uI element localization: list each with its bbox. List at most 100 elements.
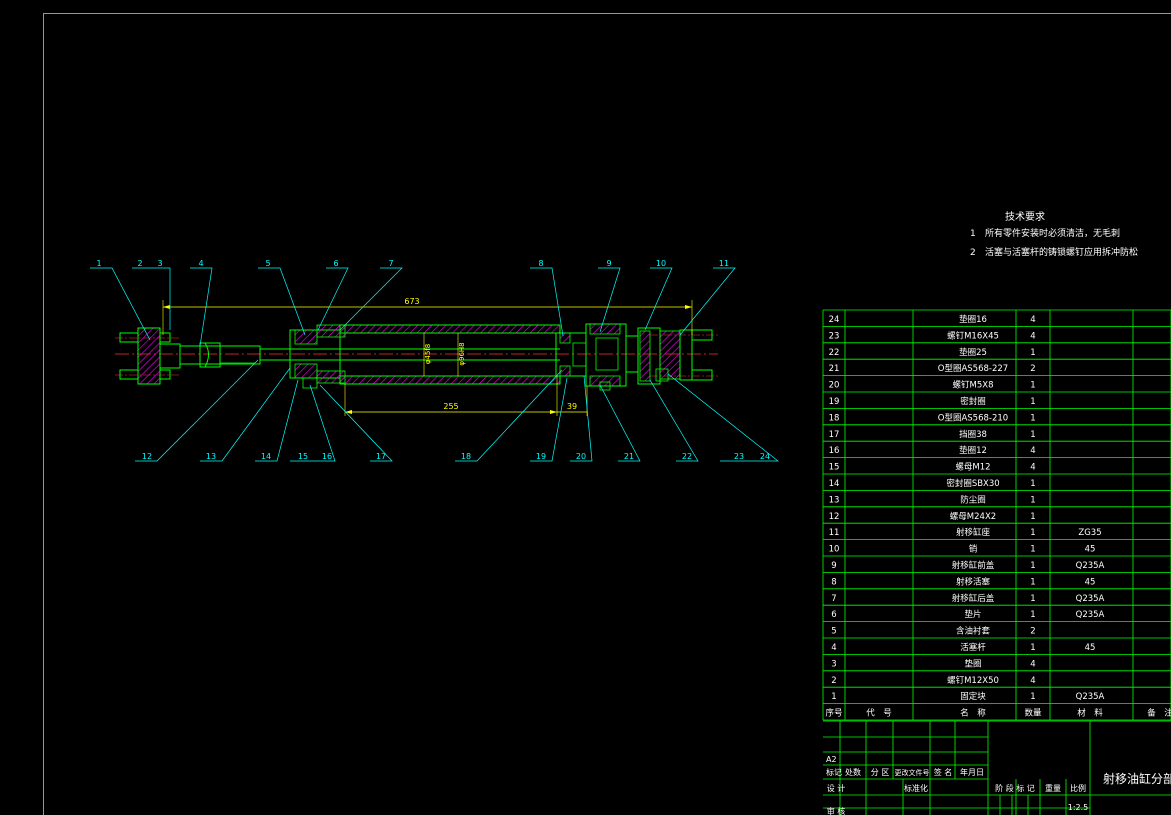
balloon-7: 7 (388, 259, 393, 268)
bom-cell-no: 17 (829, 430, 840, 440)
bom-cell-name: 固定块 (960, 691, 986, 702)
bom-cell-no: 11 (829, 528, 840, 538)
tb-label-mark: 标记 (826, 767, 842, 777)
bom-cell-qty: 1 (1030, 381, 1035, 391)
tb-label-stage: 阶 段 标 记 (995, 783, 1035, 793)
balloon-1: 1 (96, 259, 101, 268)
tech-requirements: 技术要求 1 所有零件安装时必须清洁，无毛刺 2 活塞与活塞杆的铸锁螺钉应用拆冲… (970, 210, 1138, 258)
bom-cell-no: 4 (831, 643, 836, 653)
bom-cell-qty: 1 (1030, 348, 1035, 358)
bom-cell-material: 45 (1085, 577, 1096, 587)
title-block: A2 标记 处数 分 区 更改文件号 签 名 年月日 设 计 标准化 审 核 阶… (823, 720, 1171, 815)
bom-cell-no: 13 (829, 495, 840, 505)
bom-row: 5 含油衬套 2 (831, 626, 1035, 637)
bom-cell-no: 23 (829, 331, 840, 341)
bom-cell-qty: 1 (1030, 479, 1035, 489)
bom-cell-qty: 1 (1030, 413, 1035, 423)
balloon-23: 23 (734, 452, 744, 461)
bom-cell-material: Q235A (1076, 610, 1105, 620)
leader-lines (90, 267, 780, 462)
balloon-11: 11 (719, 259, 729, 268)
bom-cell-material: 45 (1085, 643, 1096, 653)
bom-cell-no: 21 (829, 364, 840, 374)
balloon-8: 8 (538, 259, 543, 268)
bom-cell-name: 含油衬套 (956, 626, 991, 637)
bom-cell-qty: 4 (1030, 463, 1035, 473)
balloon-9: 9 (606, 259, 611, 268)
tech-requirements-heading: 技术要求 (1005, 210, 1045, 223)
bom-cell-no: 19 (829, 397, 840, 407)
bom-cell-name: 挡圈38 (959, 429, 987, 440)
bom-cell-name: 射移缸座 (956, 527, 991, 538)
front-cover (585, 323, 627, 391)
bom-cell-qty: 1 (1030, 610, 1035, 620)
balloon-12: 12 (142, 452, 152, 461)
piston (555, 332, 587, 377)
tech-req-2-text: 活塞与活塞杆的铸锁螺钉应用拆冲防松 (985, 246, 1138, 258)
tb-label-review: 审 核 (827, 806, 846, 815)
bom-cell-name: 垫圈12 (959, 445, 987, 456)
bom-cell-material: Q235A (1076, 594, 1105, 604)
tb-label-standardization: 标准化 (904, 783, 928, 793)
bom-header-material: 材 料 (1077, 708, 1103, 719)
balloon-2: 2 (137, 259, 142, 268)
bom-cell-qty: 1 (1030, 528, 1035, 538)
bom-cell-no: 7 (831, 594, 836, 604)
dimensions: 673 255 39 φ45f8 φ96H8 (162, 297, 693, 416)
bom-cell-qty: 1 (1030, 594, 1035, 604)
bom-header-no: 序号 (825, 708, 842, 719)
fixed-block-left (119, 327, 181, 385)
tb-label-weight: 重量 (1045, 783, 1061, 793)
bom-cell-no: 22 (829, 348, 840, 358)
bom-row: 11 射移缸座 1 ZG35 (829, 527, 1102, 538)
bom-cell-name: 螺母M24X2 (950, 511, 996, 522)
dim-rod-diameter: φ45f8 (424, 344, 432, 364)
balloon-4: 4 (198, 259, 203, 268)
dim-stroke: 255 (443, 402, 458, 411)
bom-cell-qty: 4 (1030, 331, 1035, 341)
bom-cell-qty: 2 (1030, 627, 1035, 637)
bom-cell-material: ZG35 (1078, 528, 1101, 538)
bom-cell-name: 活塞杆 (960, 642, 986, 653)
bom-cell-qty: 1 (1030, 545, 1035, 555)
balloon-14: 14 (261, 452, 271, 461)
bom-cell-name: 螺母M12 (955, 462, 990, 473)
tb-label-date: 年月日 (960, 767, 984, 777)
balloon-17: 17 (376, 452, 386, 461)
balloon-5: 5 (265, 259, 270, 268)
drawing-frame (43, 13, 1171, 815)
cylinder-seat (625, 327, 713, 385)
balloon-3: 3 (157, 259, 162, 268)
bom-header-name: 名 称 (960, 708, 986, 719)
bom-header-qty: 数量 (1024, 708, 1042, 719)
balloon-19: 19 (536, 452, 546, 461)
bom-cell-no: 2 (831, 676, 836, 686)
bom-cell-no: 10 (829, 545, 840, 555)
tb-label-signature: 签 名 (934, 767, 953, 777)
bom-cell-no: 5 (831, 627, 836, 637)
bom-cell-no: 20 (829, 381, 840, 391)
bom-cell-qty: 1 (1030, 643, 1035, 653)
bom-cell-no: 1 (831, 692, 836, 702)
bom-cell-no: 6 (831, 610, 836, 620)
tech-req-1-num: 1 (970, 229, 976, 239)
rear-cover (289, 324, 346, 389)
bom-cell-qty: 1 (1030, 495, 1035, 505)
bom-cell-qty: 1 (1030, 692, 1035, 702)
bom-cell-name: 垫圈16 (959, 314, 987, 325)
